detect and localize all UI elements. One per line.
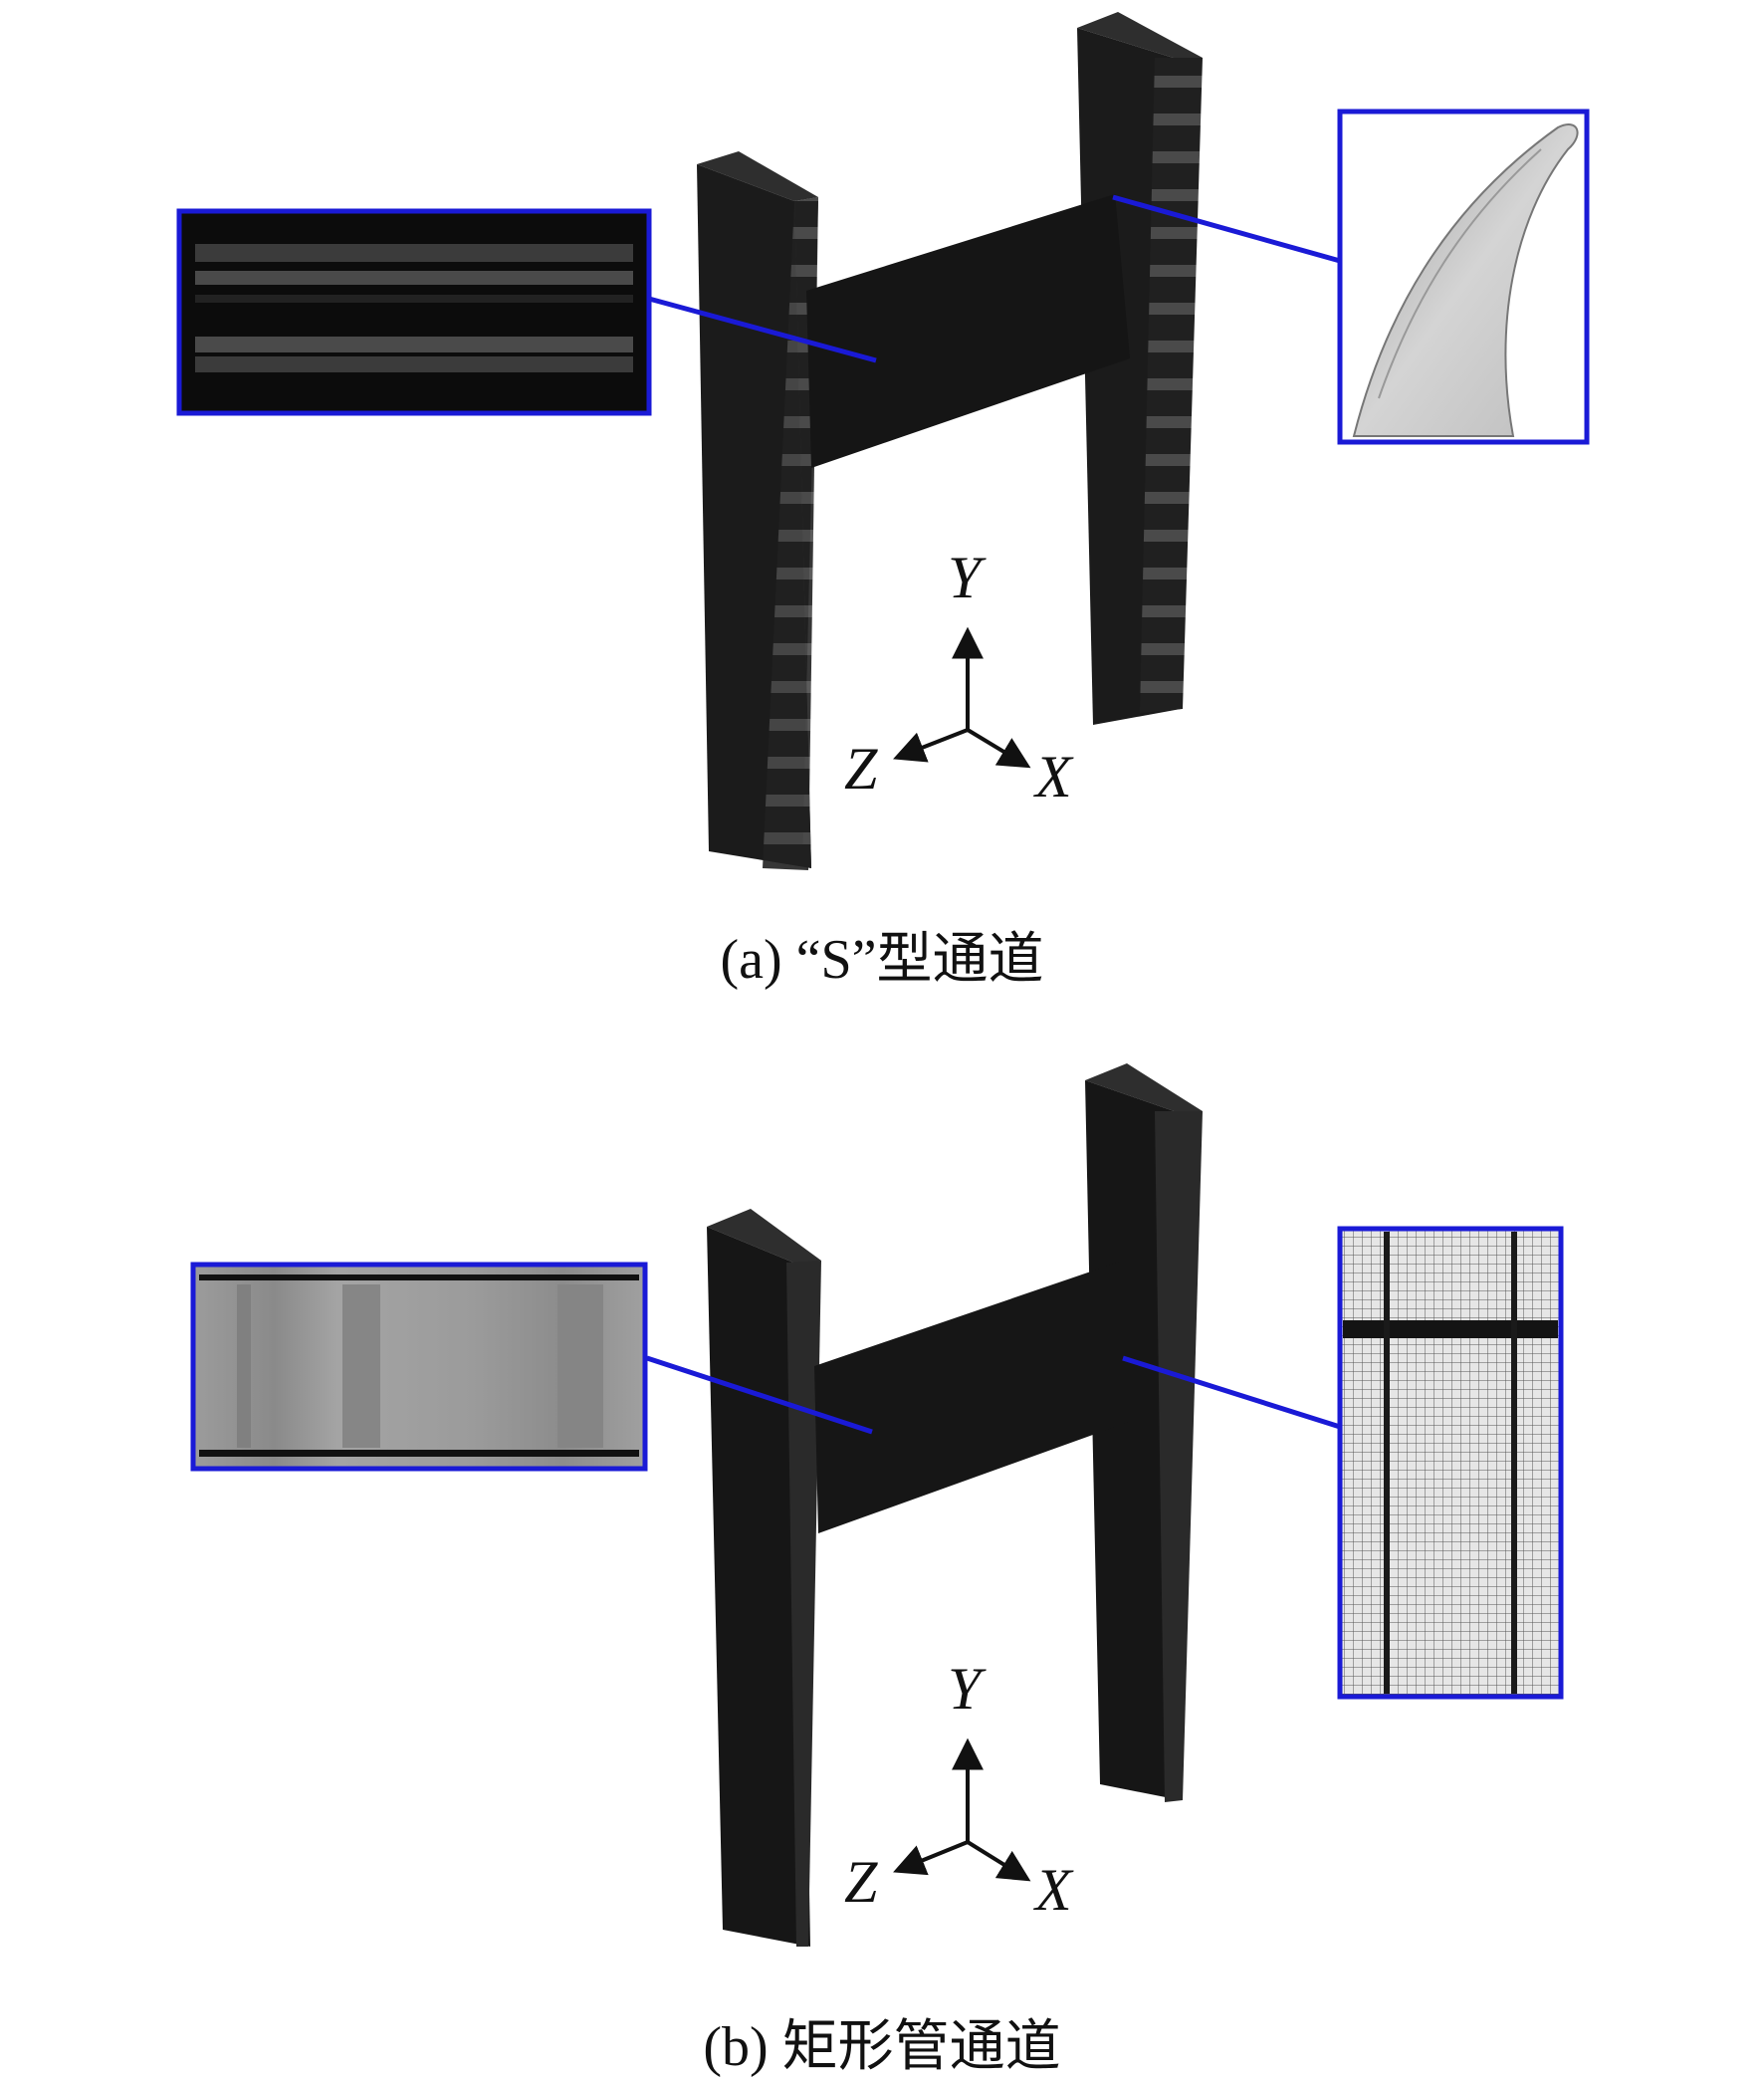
axis-triad-a: Y Z X (844, 545, 1074, 810)
left-channel-leg (707, 1209, 821, 1947)
axis-label-x: X (1033, 1857, 1074, 1923)
caption-b: (b) 矩形管通道 (703, 2016, 1061, 2078)
panel-b: Y Z X (190, 1063, 1564, 1947)
panel-a: Y Z X (176, 12, 1590, 870)
axis-label-y: Y (948, 545, 987, 610)
leader-line-right (1112, 194, 1341, 264)
leader-line-left (648, 296, 877, 363)
right-channel-leg (1085, 1063, 1203, 1802)
inset-right-grid (1337, 1226, 1564, 1700)
connecting-channel (806, 194, 1130, 468)
leader-line-right (1122, 1355, 1341, 1430)
axis-label-x: X (1033, 744, 1074, 810)
inset-left-cross-section (176, 208, 652, 416)
caption-a: (a) “S”型通道 (720, 929, 1044, 991)
axis-label-y: Y (948, 1656, 987, 1722)
inset-right-vane (1337, 109, 1590, 445)
inset-left-cross-section (190, 1262, 648, 1472)
axis-label-z: Z (844, 1849, 878, 1915)
left-channel-leg (697, 151, 818, 870)
axis-triad-b: Y Z X (844, 1656, 1074, 1923)
connecting-channel (814, 1261, 1129, 1533)
axis-label-z: Z (844, 736, 878, 802)
leader-line-left (646, 1355, 873, 1435)
